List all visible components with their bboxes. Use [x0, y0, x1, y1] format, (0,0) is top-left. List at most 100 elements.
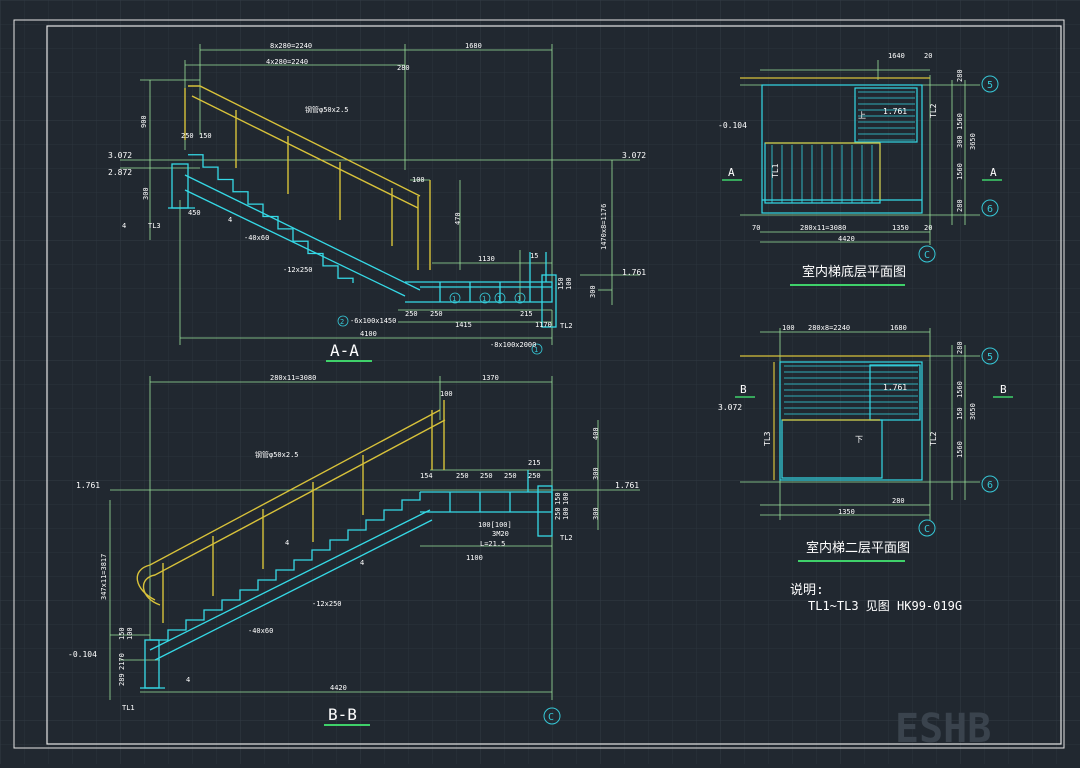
ps-axis-label: 5: [987, 352, 993, 363]
pg-axis-label: C: [924, 250, 930, 261]
pg-dim-label: 20: [924, 52, 932, 60]
aa-callout-label: 钢管φ50x2.5: [305, 105, 349, 114]
ps-section-letter: B: [740, 383, 747, 396]
aa-dim-label: 100: [565, 277, 573, 290]
pg-dim-label: 1560: [956, 163, 964, 180]
bb-dim-label: 1370: [482, 374, 499, 382]
pg-section-letter: A: [990, 166, 997, 179]
outer-frame: [13, 19, 1065, 749]
aa-handrail: [184, 85, 431, 270]
ps-dim-label: 1560: [956, 441, 964, 458]
aa-dim-label: 300: [589, 285, 597, 298]
bb-dim-label: 1100: [466, 554, 483, 562]
aa-elevation-label: 1.761: [622, 268, 646, 277]
pg-dim-label: 300: [956, 135, 964, 148]
ps-dim-label: 150: [956, 407, 964, 420]
bb-dim-label: 300: [592, 507, 600, 520]
pg-label: TL2: [929, 103, 938, 118]
ps-dimension-lines: [740, 328, 980, 520]
bb-dim-label: 250: [554, 507, 562, 520]
bb-dim-label: 400: [592, 427, 600, 440]
aa-callout-label: -40x60: [244, 234, 269, 242]
bb-stringer-and-steps: [140, 470, 553, 689]
pg-dim-label: 1640: [888, 52, 905, 60]
notes-heading: 说明:: [790, 583, 824, 598]
aa-item-number: 1: [517, 295, 521, 303]
pg-label: 1.761: [883, 107, 907, 116]
bb-axis-bubble-c: [543, 707, 561, 725]
aa-item-markers: [337, 292, 543, 355]
plan-second-title: 室内梯二层平面图: [806, 540, 910, 556]
bb-dim-label: 150: [554, 492, 562, 505]
bb-callout-label: TL1: [122, 704, 135, 712]
aa-callout-label: -6x100x1450: [350, 317, 396, 325]
bb-dim-label: 300: [592, 467, 600, 480]
pg-axis-bubbles: [918, 75, 999, 263]
aa-item-number: 1: [482, 295, 486, 303]
bb-dim-label: 250: [528, 472, 541, 480]
aa-callout-label: -8x100x2000: [490, 341, 536, 349]
bb-dim-label: 215: [528, 459, 541, 467]
bb-callout-label: 100[100]: [478, 521, 512, 529]
bb-dim-label: 2170: [118, 653, 126, 670]
bb-elevation-label: 1.761: [76, 481, 100, 490]
aa-dim-label: 215: [520, 310, 533, 318]
bb-dim-label: 154: [420, 472, 433, 480]
ps-label: 3.072: [718, 403, 742, 412]
pg-dimension-lines: [740, 60, 980, 245]
aa-elevation-label: 3.072: [622, 151, 646, 160]
pg-label: 上: [858, 111, 866, 120]
pg-dim-label: 20: [924, 224, 932, 232]
ps-section-letter: B: [1000, 383, 1007, 396]
aa-dim-label: 1130: [478, 255, 495, 263]
aa-dim-label: 15: [530, 252, 538, 260]
pg-label: -0.104: [718, 121, 747, 130]
aa-callout-label: TL3: [148, 222, 161, 230]
aa-dim-label: 1415: [455, 321, 472, 329]
aa-dim-label: 4100: [360, 330, 377, 338]
ps-axis-label: 6: [987, 480, 993, 491]
pg-axis-label: 5: [987, 80, 993, 91]
pg-dim-label: 1350: [892, 224, 909, 232]
ps-treads: [784, 365, 918, 415]
aa-dim-label: 250: [405, 310, 418, 318]
ps-stair-outline: [779, 361, 923, 481]
bb-elevation-label: 1.761: [615, 481, 639, 490]
ps-dim-label: 1560: [956, 381, 964, 398]
aa-item-number: 1: [534, 346, 538, 354]
bb-callout-label: -12x250: [312, 600, 342, 608]
ps-axis-bubbles: [918, 347, 999, 537]
aa-dim-label: 470: [454, 212, 462, 225]
watermark: ESHB: [895, 706, 991, 752]
aa-dim-label: 1170: [535, 321, 552, 329]
aa-dim-label: 8x280=2240: [270, 42, 312, 50]
bb-dim-label: 347x11=3817: [100, 554, 108, 600]
aa-callout-label: 4: [122, 222, 126, 230]
ps-dim-label: 100: [782, 324, 795, 332]
pg-dim-label: 3650: [969, 133, 977, 150]
bb-dim-label: 100: [562, 492, 570, 505]
aa-dim-label: 4x280=2240: [266, 58, 308, 66]
bb-callout-label: 钢管φ50x2.5: [255, 450, 299, 459]
bb-dim-label: 250: [504, 472, 517, 480]
bb-callout-label: 4: [285, 539, 289, 547]
bb-callout-label: 4: [186, 676, 190, 684]
aa-item-number: 2: [340, 318, 344, 326]
bb-callout-label: L=21.5: [480, 540, 505, 548]
section-aa-title: A-A: [330, 341, 359, 360]
ps-dim-label: 280x8=2240: [808, 324, 850, 332]
aa-dim-label: 1680: [465, 42, 482, 50]
bb-dim-label: 250: [480, 472, 493, 480]
bb-dim-label: 4420: [330, 684, 347, 692]
pg-section-letter: A: [728, 166, 735, 179]
aa-dim-label: 250: [430, 310, 443, 318]
ps-dim-label: 1350: [838, 508, 855, 516]
ps-axis-label: C: [924, 524, 930, 535]
